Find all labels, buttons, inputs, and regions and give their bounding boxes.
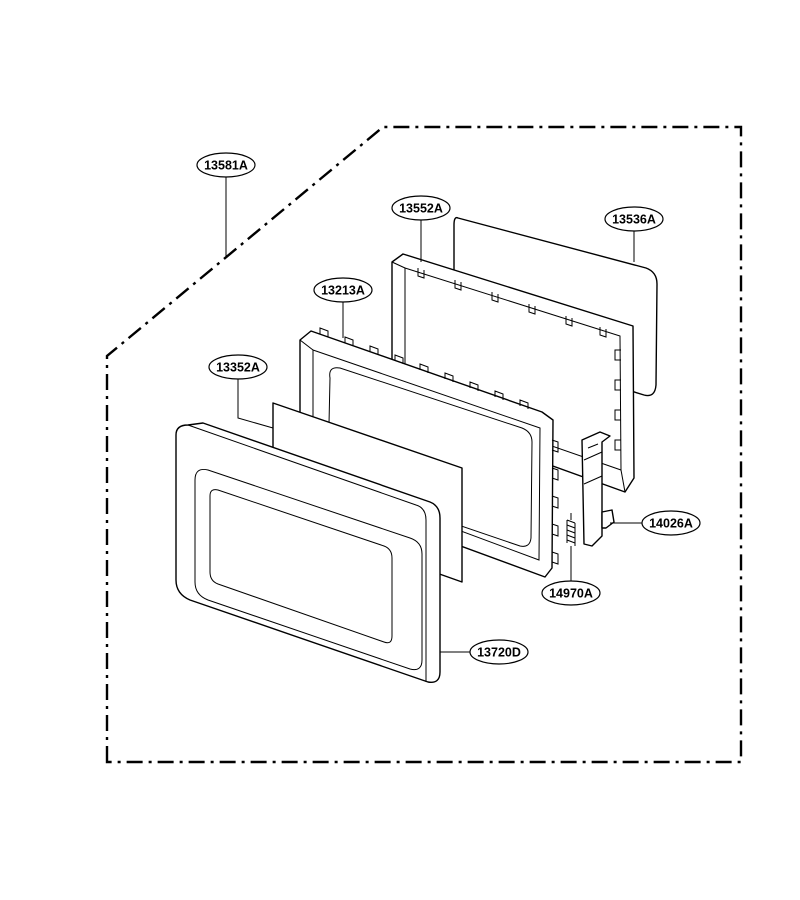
- callout-label: 13552A: [399, 202, 443, 216]
- callout-label: 13536A: [612, 213, 656, 227]
- callout-latch-hook: 14026A: [641, 510, 701, 536]
- callout-label: 13720D: [477, 646, 521, 660]
- callout-label: 13213A: [321, 284, 365, 298]
- callout-door-front: 13720D: [469, 639, 529, 665]
- callout-latch-spring: 14970A: [541, 580, 601, 606]
- callout-label: 13352A: [216, 361, 260, 375]
- callout-label: 13581A: [204, 159, 248, 173]
- assembly-boundary: [105, 125, 743, 764]
- callout-assembly: 13581A: [196, 152, 256, 178]
- door-front-part: [175, 422, 441, 683]
- leader-lines: [225, 177, 643, 653]
- callout-door-frame: 13552A: [391, 195, 451, 221]
- callout-door-sheet: 13536A: [604, 206, 664, 232]
- callout-glass-panel: 13352A: [208, 354, 268, 380]
- latch-spring-part: [566, 513, 576, 552]
- callout-label: 14970A: [549, 587, 593, 601]
- callout-choke-cover: 13213A: [313, 277, 373, 303]
- callout-label: 14026A: [649, 517, 693, 531]
